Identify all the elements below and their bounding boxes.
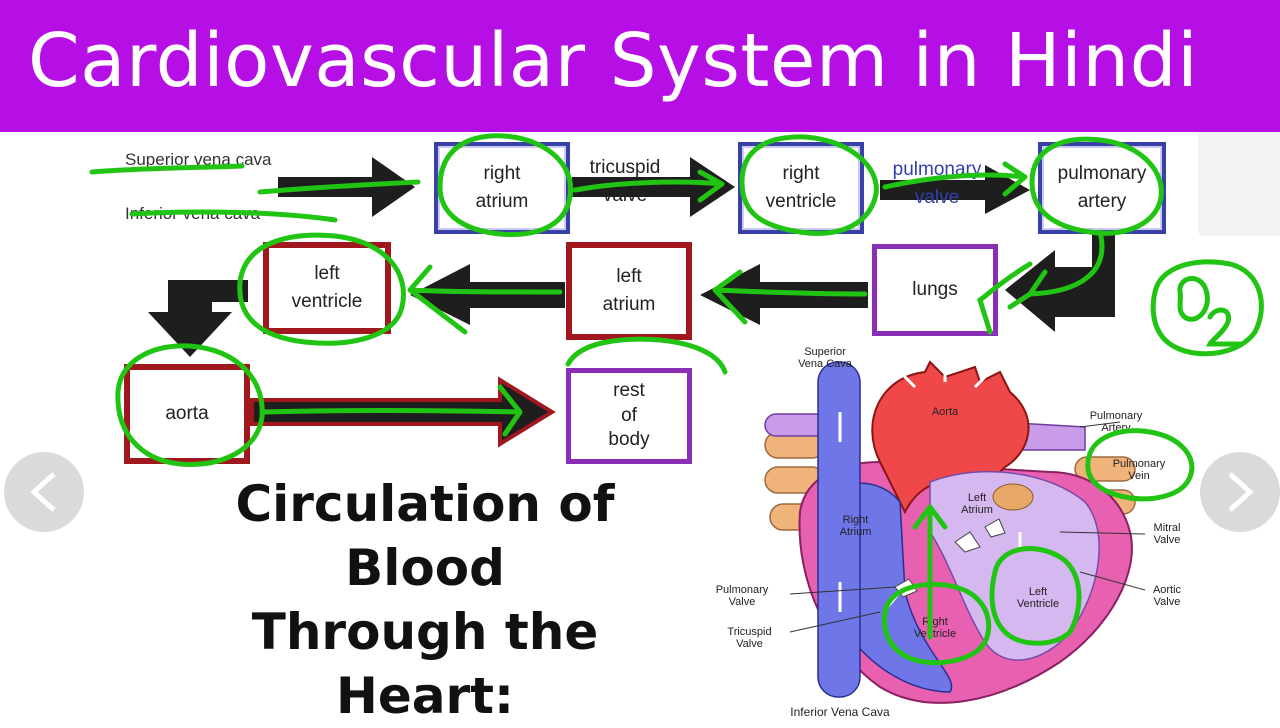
underline-superior [89, 163, 245, 175]
stroke-rv-pa [882, 161, 1028, 197]
o2-letter-o [1177, 276, 1210, 322]
arrow-lv-aorta [148, 280, 248, 357]
la-spot [992, 483, 1034, 511]
aortic-valve-shape [984, 518, 1006, 538]
box-aorta: aorta [124, 364, 250, 464]
chevron-right-icon [1228, 472, 1254, 512]
chevron-left-icon [30, 472, 56, 512]
heart-label-inferior-vena-cava: Inferior Vena Cava [790, 705, 890, 719]
stroke-aorta-body [259, 384, 523, 437]
arrow-to-lungs [1005, 227, 1115, 332]
arrow-la-lv [410, 264, 565, 325]
stroke-to-ra [257, 179, 421, 195]
circle-right-ventricle-heart [881, 582, 992, 666]
stroke-pa-lungs [1007, 229, 1105, 310]
stroke-lungs-la [712, 269, 868, 325]
heart-label-aorta: Aorta [931, 406, 959, 418]
green-annotations [89, 133, 1264, 666]
banner-title: Cardiovascular System in Hindi [28, 18, 1199, 104]
stroke-ra-rv [572, 169, 725, 203]
stroke-la-lv [407, 264, 563, 335]
circle-left-ventricle-heart [989, 546, 1082, 646]
o2-letter-2 [1205, 307, 1243, 347]
underline-inferior [129, 209, 338, 223]
side-panel-edge [1198, 132, 1280, 236]
prev-slide-button[interactable] [4, 452, 84, 532]
arrow-tricuspid [572, 157, 735, 217]
circle-right-ventricle [739, 134, 879, 236]
circle-o2 [1150, 259, 1264, 357]
circulation-title: Circulation of Blood Through the Heart: [235, 475, 615, 725]
vena-cava-tube [817, 361, 861, 698]
circle-aorta [115, 343, 265, 468]
mitral-valve-shape [954, 531, 981, 553]
circle-pulmonary-vein [1085, 428, 1195, 502]
circle-right-atrium [437, 133, 574, 238]
circle-pulmonary-artery [1029, 136, 1164, 236]
circle-left-ventricle [237, 232, 406, 346]
stroke-to-lungs-b [977, 261, 1033, 335]
next-slide-button[interactable] [1200, 452, 1280, 532]
arrow-up-rv [912, 504, 948, 640]
diagram-canvas: Superior vena cava Inferior vena cava ri… [0, 132, 1280, 725]
title-banner: Cardiovascular System in Hindi [0, 0, 1280, 132]
arc-rest-of-body [565, 336, 728, 375]
